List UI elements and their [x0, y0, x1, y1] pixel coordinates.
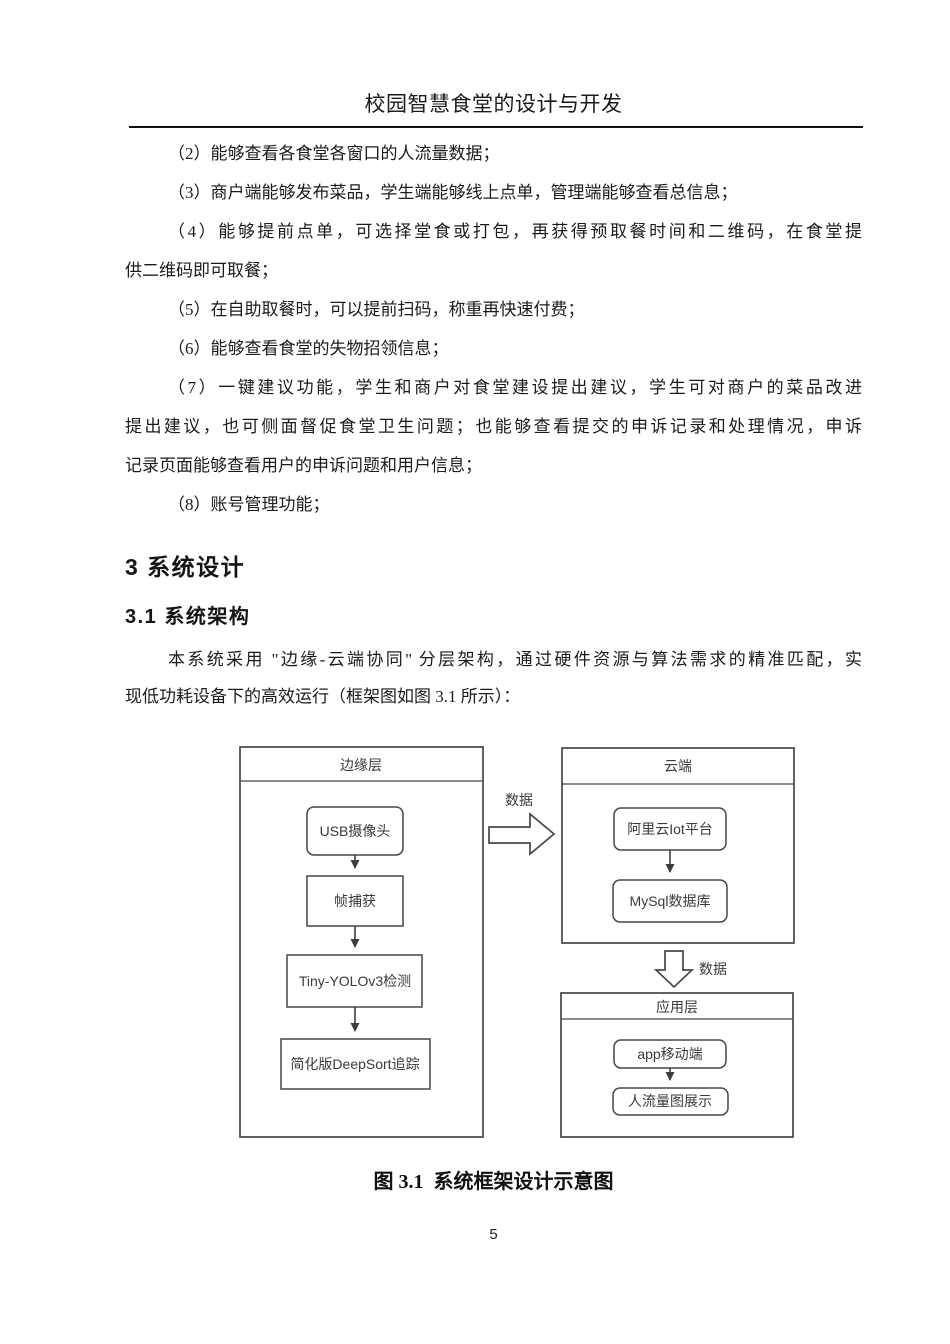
node-mobile-app-label: app移动端 — [637, 1046, 702, 1062]
node-usb-camera-label: USB摄像头 — [320, 823, 391, 839]
paragraph-line-1: 本系统采用 "边缘-云端协同" 分层架构，通过硬件资源与算法需求的精准匹配，实 — [168, 650, 862, 669]
list-item-4-line-1: （4）能够提前点单，可选择堂食或打包，再获得预取餐时间和二维码，在食堂提 — [168, 222, 862, 241]
paragraph-line-2: 现低功耗设备下的高效运行（框架图如图 3.1 所示）： — [125, 687, 521, 706]
edge-layer-title: 边缘层 — [340, 757, 382, 773]
data-flow-arrow-down-icon — [653, 950, 695, 989]
list-item-8: （8）账号管理功能； — [168, 495, 330, 514]
figure-caption: 图 3.1 系统框架设计示意图 — [373, 1171, 614, 1193]
list-item-5: （5）在自助取餐时，可以提前扫码，称重再快速付费； — [168, 300, 585, 319]
section-heading: 3 系统设计 — [125, 554, 246, 580]
node-mysql-db-label: MySql数据库 — [630, 893, 711, 909]
data-label-edge-to-cloud: 数据 — [505, 792, 533, 808]
node-tiny-yolov3-label: Tiny-YOLOv3检测 — [299, 973, 411, 989]
system-framework-diagram: 边缘层 USB摄像头 帧捕获 Tiny-YOLOv3检测 简化版DeepSort… — [239, 746, 795, 1138]
app-layer-title: 应用层 — [656, 999, 698, 1015]
list-item-6: （6）能够查看食堂的失物招领信息； — [168, 339, 449, 358]
list-item-7-line-2: 提出建议，也可侧面督促食堂卫生问题；也能够查看提交的申诉记录和处理情况，申诉 — [125, 417, 862, 436]
subsection-heading: 3.1 系统架构 — [125, 606, 251, 628]
node-deepsort — [280, 1038, 431, 1090]
list-item-7-line-1: （7）一键建议功能，学生和商户对食堂建设提出建议，学生可对商户的菜品改进 — [168, 378, 862, 397]
node-mysql-db — [612, 879, 728, 923]
requirements-list: （2）能够查看各食堂各窗口的人流量数据； （3）商户端能够发布菜品，学生端能够线… — [125, 134, 862, 524]
header-divider — [129, 126, 863, 128]
data-flow-arrow-right-icon — [488, 812, 556, 856]
list-item-2: （2）能够查看各食堂各窗口的人流量数据； — [168, 144, 500, 163]
architecture-paragraph: 本系统采用 "边缘-云端协同" 分层架构，通过硬件资源与算法需求的精准匹配，实 … — [125, 641, 862, 715]
node-frame-capture-label: 帧捕获 — [334, 893, 376, 909]
list-item-3: （3）商户端能够发布菜品，学生端能够线上点单，管理端能够查看总信息； — [168, 183, 738, 202]
node-tiny-yolov3 — [286, 954, 423, 1008]
node-traffic-chart — [612, 1087, 729, 1116]
running-header-title: 校园智慧食堂的设计与开发 — [364, 92, 623, 116]
data-label-cloud-to-app: 数据 — [699, 961, 727, 977]
list-item-4-line-2: 供二维码即可取餐； — [125, 261, 278, 280]
node-aliyun-iot-label: 阿里云Iot平台 — [627, 821, 713, 837]
page-number: 5 — [489, 1226, 498, 1243]
list-item-7-line-3: 记录页面能够查看用户的申诉问题和用户信息； — [125, 456, 482, 475]
node-deepsort-label: 简化版DeepSort追踪 — [290, 1056, 419, 1072]
cloud-layer-title: 云端 — [664, 758, 692, 774]
node-traffic-chart-label: 人流量图展示 — [628, 1093, 712, 1109]
